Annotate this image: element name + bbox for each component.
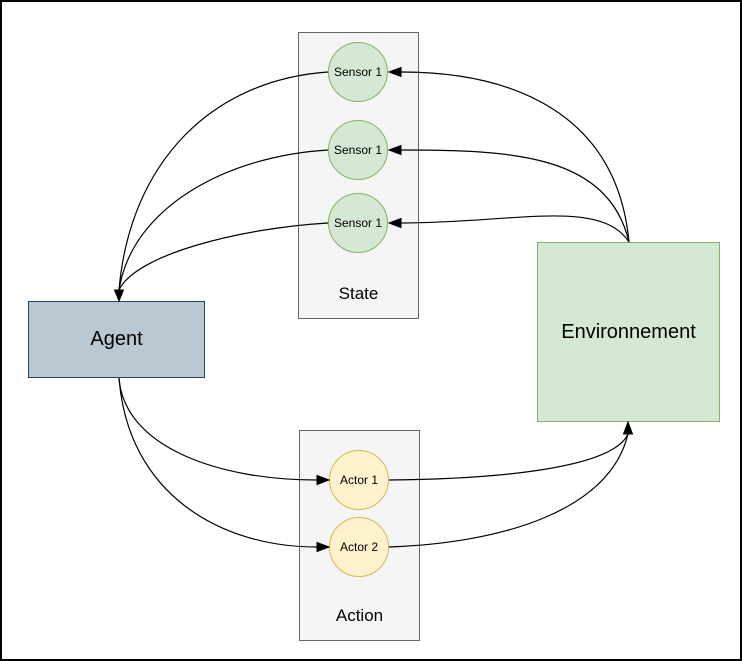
edge-agent-to-actor-2: [118, 377, 318, 548]
sensor-3-label: Sensor 1: [333, 216, 383, 230]
arrowhead-agent-top: [113, 289, 125, 303]
sensor-1-node: Sensor 1: [328, 42, 388, 102]
edge-actor-2-to-environment: [388, 433, 629, 548]
actor-1-node: Actor 1: [329, 450, 389, 510]
sensor-1-label: Sensor 1: [333, 65, 383, 79]
edge-sensor-1-to-agent: [118, 71, 329, 291]
edge-actor-1-to-environment: [388, 433, 629, 481]
actor-2-node: Actor 2: [329, 517, 389, 577]
sensor-2-label: Sensor 1: [333, 143, 383, 157]
edge-environment-to-sensor-2: [400, 149, 630, 243]
edge-environment-to-sensor-3: [400, 215, 630, 243]
edge-sensor-3-to-agent: [118, 222, 329, 291]
arrowhead-environment-bottom: [622, 420, 634, 435]
sensor-3-node: Sensor 1: [328, 193, 388, 253]
edge-environment-to-sensor-1: [400, 71, 630, 243]
edge-sensor-2-to-agent: [118, 149, 329, 291]
state-container-label: State: [338, 284, 379, 303]
environment-label: Environnement: [561, 320, 696, 343]
actor-1-label: Actor 1: [339, 473, 378, 487]
agent-box: Agent: [28, 301, 205, 378]
edge-agent-to-actor-1: [118, 377, 318, 481]
sensor-2-node: Sensor 1: [328, 120, 388, 180]
environment-box: Environnement: [537, 242, 720, 422]
agent-label: Agent: [90, 328, 143, 350]
actor-2-label: Actor 2: [339, 540, 378, 554]
action-container-label: Action: [335, 606, 384, 625]
